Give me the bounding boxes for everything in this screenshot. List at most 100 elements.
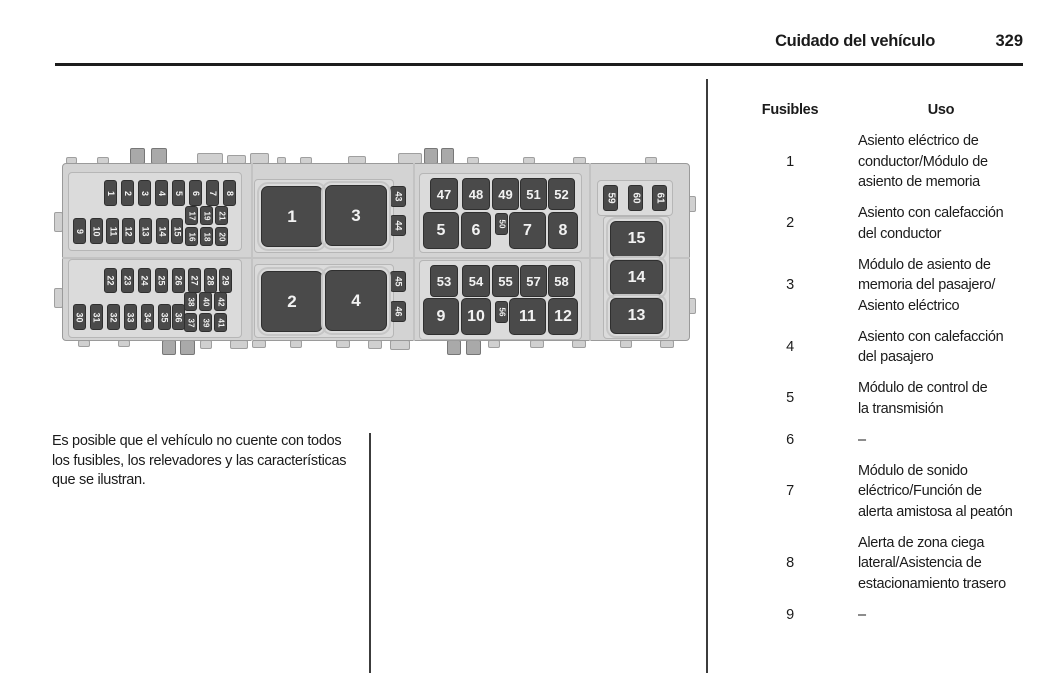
- connector-tab: [118, 340, 130, 347]
- fuse-use-cell: Módulo de control de la transmisión: [858, 378, 1024, 419]
- fuse-label: 9: [74, 228, 85, 234]
- fuse-label: 45: [393, 276, 404, 287]
- fuse-label: 35: [159, 311, 170, 323]
- fuse-label: 5: [173, 190, 184, 196]
- fuse-label: 27: [189, 275, 200, 286]
- fuse-label: 58: [554, 273, 569, 289]
- fuse-label: 30: [74, 311, 85, 323]
- connector-tab: [151, 148, 167, 164]
- fuse-label: 38: [186, 297, 196, 306]
- fuse-7: 7: [206, 180, 219, 206]
- fuse-label: 7: [207, 190, 218, 196]
- fuse-40: 40: [199, 292, 212, 311]
- fuse-number-cell: 6: [786, 431, 794, 448]
- fuse-5: 5: [172, 180, 185, 206]
- connector-tab: [660, 340, 674, 348]
- fuse-use-line: estacionamiento trasero: [858, 575, 1006, 592]
- fuse-label: 59: [605, 192, 617, 204]
- fuse-3: 3: [138, 180, 151, 206]
- fuse-20: 20: [215, 227, 228, 246]
- fuse-33: 33: [124, 304, 137, 330]
- fuse-5: 5: [423, 212, 459, 249]
- fuse-label: 53: [436, 273, 452, 289]
- fuse-19: 19: [200, 206, 213, 225]
- fuse-label: 10: [467, 307, 485, 325]
- fuse-59: 59: [603, 185, 618, 211]
- page-title: Cuidado del vehículo: [775, 32, 935, 50]
- fuse-label: 39: [201, 318, 211, 327]
- fuse-label: 57: [526, 273, 541, 289]
- body-seam: [251, 163, 253, 341]
- fuse-label: 2: [287, 292, 297, 311]
- fuse-use-line: Asiento eléctrico: [858, 297, 960, 314]
- fuse-label: 8: [224, 190, 235, 196]
- note-line: Es posible que el vehículo no cuente con…: [52, 433, 342, 449]
- fuse-17: 17: [185, 206, 198, 225]
- connector-tab: [466, 340, 481, 355]
- fuse-22: 22: [104, 268, 117, 293]
- fuse-use-line: Módulo de control de: [858, 380, 988, 396]
- fuse-number-cell: 2: [786, 215, 794, 232]
- fuse-use-line: asiento de memoria: [858, 174, 980, 190]
- body-seam: [413, 163, 415, 341]
- fuse-44: 44: [390, 215, 406, 236]
- fuse-label: 51: [526, 186, 541, 202]
- header-rule: [55, 63, 1023, 66]
- fuse-55: 55: [492, 265, 519, 297]
- connector-tab: [130, 148, 145, 164]
- fuse-use-line: del pasajero: [858, 349, 934, 365]
- note-text: Es posible que el vehículo no cuente con…: [52, 432, 346, 491]
- fuse-number-cell: 1: [786, 153, 794, 170]
- fuse-label: 3: [351, 206, 361, 225]
- fuse-label: 36: [173, 311, 184, 323]
- fuse-18: 18: [200, 227, 213, 246]
- column-divider-lower: [369, 433, 371, 673]
- fuse-number-cell: 3: [786, 277, 794, 293]
- fuse-8: 8: [548, 212, 578, 249]
- fuse-label: 13: [627, 307, 646, 324]
- fuse-label: 10: [91, 225, 102, 237]
- fuse-label: 25: [156, 275, 167, 286]
- fuse-label: 32: [108, 311, 119, 323]
- connector-tab: [368, 340, 382, 349]
- fuse-7: 7: [509, 212, 546, 249]
- fuse-label: 5: [436, 221, 446, 239]
- fuse-15: 15: [606, 217, 667, 261]
- fuse-label: 20: [217, 232, 227, 241]
- fuse-23: 23: [121, 268, 134, 293]
- fuse-use-line: –: [858, 606, 866, 623]
- fuse-label: 54: [468, 273, 484, 289]
- fuse-label: 6: [190, 190, 201, 196]
- fuse-label: 61: [654, 192, 666, 204]
- fuse-54: 54: [462, 265, 490, 297]
- fuse-label: 34: [142, 311, 153, 323]
- fuse-8: 8: [223, 180, 236, 206]
- fuse-label: 44: [393, 220, 404, 231]
- fuse-use-line: Asiento eléctrico de: [858, 133, 979, 149]
- fuse-use-line: la transmisión: [858, 400, 944, 417]
- fuse-4: 4: [321, 266, 391, 335]
- fuse-label: 21: [217, 211, 227, 220]
- fuse-label: 15: [627, 230, 646, 247]
- fuse-label: 9: [436, 307, 446, 325]
- note-line: los fusibles, los relevadores y las cara…: [52, 452, 347, 469]
- fuse-use-line: Asiento con calefacción: [858, 328, 1004, 345]
- fuse-16: 16: [185, 227, 198, 246]
- fuse-label: 24: [139, 275, 150, 286]
- fuse-47: 47: [430, 178, 458, 210]
- fuse-29: 29: [219, 268, 232, 293]
- fuse-2: 2: [121, 180, 134, 206]
- fuse-53: 53: [430, 265, 458, 297]
- fuse-label: 15: [172, 225, 183, 237]
- fuse-label: 26: [173, 275, 184, 286]
- fuse-label: 37: [186, 318, 196, 327]
- fuse-use-line: lateral/Asistencia de: [858, 555, 982, 571]
